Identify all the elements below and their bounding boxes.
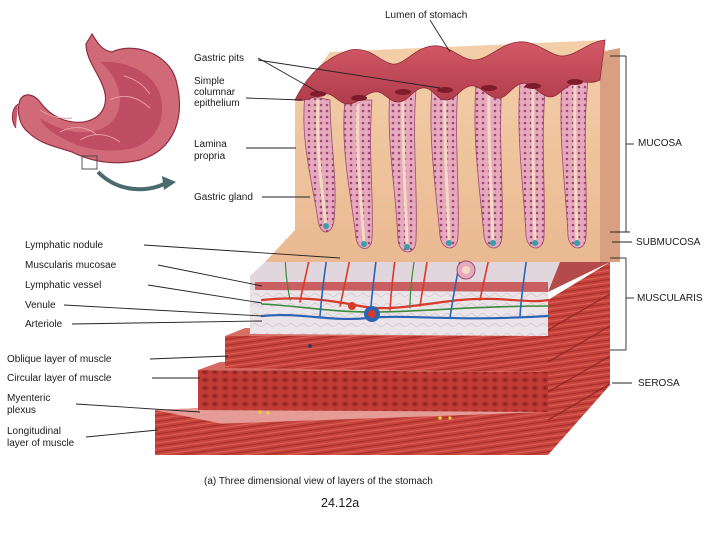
leader-lines [63, 19, 634, 438]
label-circular-layer: Circular layer of muscle [7, 373, 112, 384]
label-simple-columnar-2: columnar [194, 87, 236, 98]
label-lamina-propria-1: Lamina [194, 139, 227, 150]
layer-serosa: SEROSA [638, 378, 680, 389]
label-arteriole: Arteriole [25, 319, 63, 330]
label-lamina-propria-2: propria [194, 151, 226, 162]
label-gastric-gland: Gastric gland [194, 192, 253, 203]
layer-mucosa: MUCOSA [638, 138, 682, 149]
figure-number: 24.12a [321, 496, 360, 510]
label-muscularis-mucosae: Muscularis mucosae [25, 260, 117, 271]
label-lymphatic-vessel: Lymphatic vessel [25, 280, 102, 291]
mucosal-surface [294, 39, 606, 105]
arrow-icon [162, 176, 176, 190]
label-longitudinal-layer-2: layer of muscle [7, 438, 75, 449]
gastric-glands [303, 79, 589, 280]
stomach-inset [11, 32, 180, 192]
label-myenteric-plexus-1: Myenteric [7, 393, 51, 404]
layer-submucosa: SUBMUCOSA [636, 237, 701, 248]
layer-muscularis: MUSCULARIS [637, 293, 703, 304]
label-venule: Venule [25, 300, 56, 311]
label-myenteric-plexus-2: plexus [7, 405, 36, 416]
label-gastric-pits: Gastric pits [194, 53, 245, 64]
muscularis-side-face [548, 262, 610, 455]
label-lumen-of-stomach: Lumen of stomach [385, 10, 468, 21]
label-simple-columnar-1: Simple [194, 76, 225, 87]
submucosa-block [250, 262, 560, 336]
figure-caption: (a) Three dimensional view of layers of … [204, 476, 433, 487]
label-simple-columnar-3: epithelium [194, 98, 240, 109]
label-lymphatic-nodule: Lymphatic nodule [25, 240, 104, 251]
inset-highlight-box [81, 155, 98, 170]
label-oblique-layer: Oblique layer of muscle [7, 354, 112, 365]
label-longitudinal-layer-1: Longitudinal [7, 426, 61, 437]
